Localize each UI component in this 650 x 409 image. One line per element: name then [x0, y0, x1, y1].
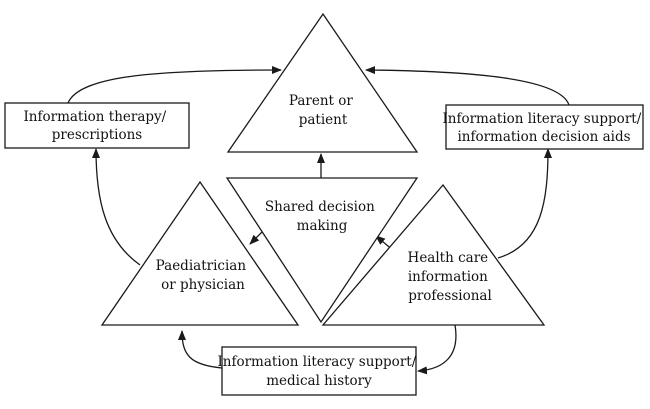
info-therapy-box — [4, 102, 190, 149]
info-therapy-label: Information therapy/ prescriptions — [23, 109, 170, 143]
parent-patient-label: Parent or patient — [289, 93, 357, 128]
shared-decision-label: Shared decision making — [265, 199, 379, 234]
arrow-history-to-physician — [178, 330, 223, 369]
physician-label: Paediatrician or physician — [156, 258, 251, 293]
info-literacy-decision-box — [445, 104, 644, 150]
arrow-decision-aids-to-parent — [365, 66, 570, 106]
shared-decision-triangle — [225, 177, 419, 324]
info-literacy-history-label: Information literacy support/ medical hi… — [217, 354, 420, 389]
parent-patient-triangle — [226, 12, 419, 153]
arrow-professional-to-decision-aids — [497, 148, 552, 259]
info-literacy-history-box — [221, 346, 417, 396]
arrow-physician-to-therapy — [92, 148, 141, 266]
arrow-decision-to-physician — [249, 229, 265, 245]
arrow-therapy-to-parent — [67, 66, 282, 104]
health-info-professional-label: Health care information professional — [408, 250, 493, 304]
arrow-professional-to-history — [417, 324, 457, 375]
physician-triangle — [100, 180, 300, 326]
info-literacy-decision-label: Information literacy support/ informatio… — [442, 111, 645, 145]
health-info-professional-triangle — [321, 183, 546, 326]
